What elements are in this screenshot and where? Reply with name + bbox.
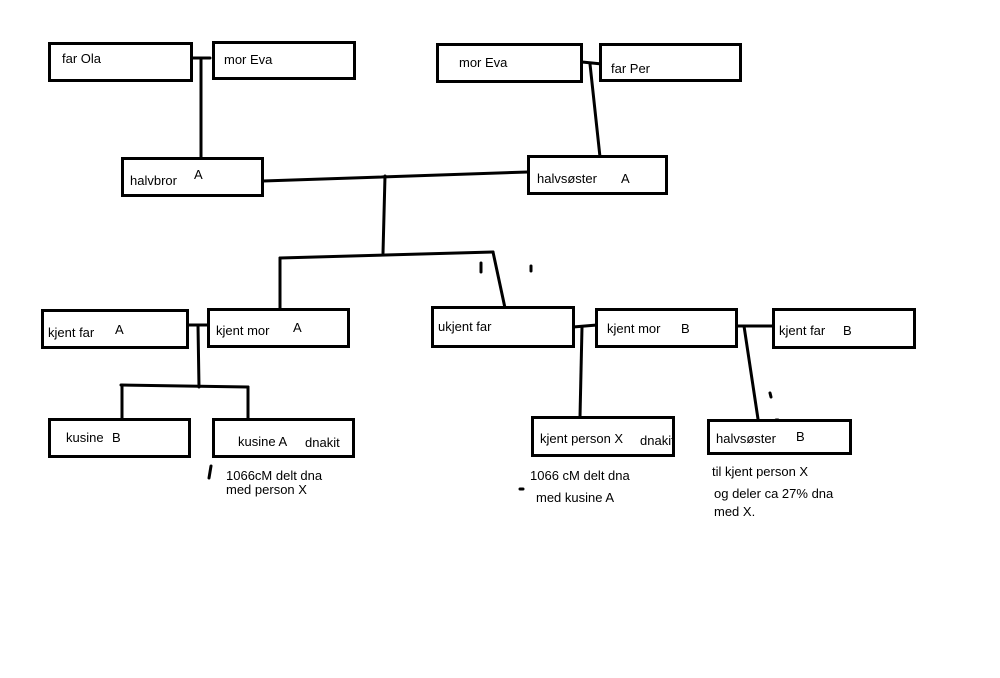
person-box-far-ola: far Ola — [48, 42, 193, 82]
person-name: kusine A — [238, 434, 288, 449]
person-name: mor Eva — [459, 55, 508, 70]
person-name: ukjent far — [438, 319, 492, 334]
person-name: kjent mor — [216, 323, 270, 338]
dna-note-halvsoster-b: til kjent person X og deler ca 27% dna m… — [712, 463, 833, 520]
person-tag: A — [115, 322, 124, 337]
person-name: far Ola — [62, 51, 102, 66]
person-name: kjent far — [779, 323, 826, 338]
person-box-far-per: far Per — [599, 43, 742, 82]
sibling-bar — [278, 250, 495, 260]
stray-mark — [768, 391, 773, 399]
person-box-kjent-mor-b: kjent mor B — [595, 308, 738, 348]
descent-ukjent-far — [491, 250, 507, 310]
person-tag: B — [796, 429, 805, 444]
person-box-ukjent-far: ukjent far — [431, 306, 575, 348]
person-box-kjent-far-a: kjent far A — [41, 309, 189, 349]
person-box-kusine-b: kusine B — [48, 418, 191, 458]
person-box-halvbror-a: halvbror A — [121, 157, 264, 197]
descent-halvsoster-b — [742, 324, 760, 421]
dna-note-kusine-a: 1066cM delt dna med person X — [226, 467, 322, 498]
person-box-halvsoster-a: halvsøster A — [527, 155, 668, 195]
person-tag: B — [843, 323, 852, 338]
couple-line-ukjent-mor-b — [571, 323, 599, 329]
person-tag: A — [621, 171, 630, 186]
note-line: til kjent person X — [712, 464, 809, 479]
person-tag: A — [194, 167, 203, 182]
person-name: far Per — [611, 61, 651, 76]
person-name: kjent far — [48, 325, 95, 340]
person-tag: dnakit — [305, 435, 340, 450]
note-line: med X. — [714, 504, 756, 519]
descent-cousins — [196, 323, 201, 389]
couple-line-eva-per — [580, 60, 604, 66]
person-box-mor-eva-left: mor Eva — [212, 41, 356, 80]
person-name: halvsøster — [716, 431, 776, 446]
person-name: kjent person X — [540, 431, 624, 446]
person-box-mor-eva-right: mor Eva — [436, 43, 583, 83]
person-name: kjent mor — [607, 321, 661, 336]
person-box-kjent-far-b: kjent far B — [772, 308, 916, 349]
person-name: mor Eva — [224, 52, 273, 67]
descent-line-children — [381, 174, 387, 255]
note-line: 1066 cM delt dna — [530, 468, 630, 483]
note-line: 1066cM delt dna — [226, 468, 323, 483]
descent-line-halvsoster — [588, 62, 602, 159]
person-name: halvbror — [130, 173, 177, 188]
person-name: kusine — [66, 430, 104, 445]
note-line: med kusine A — [536, 490, 615, 505]
dna-note-kjent-person-x: 1066 cM delt dna med kusine A — [530, 467, 630, 506]
cousin-bar — [119, 383, 250, 389]
person-name: halvsøster — [537, 171, 597, 186]
couple-line-halvbror-halvsoster — [261, 170, 530, 183]
person-tag: dnakit — [640, 433, 675, 448]
descent-kjent-person-x — [578, 325, 584, 419]
person-box-kjent-person-x: kjent person X dnakit — [531, 416, 675, 457]
stray-mark — [207, 464, 213, 480]
person-tag: B — [681, 321, 690, 336]
note-line: med person X — [226, 482, 307, 497]
person-box-kusine-a: kusine A dnakit — [212, 418, 355, 458]
note-line: og deler ca 27% dna — [714, 486, 834, 501]
person-tag: A — [293, 320, 302, 335]
person-tag: B — [112, 430, 121, 445]
person-box-kjent-mor-a: kjent mor A — [207, 308, 350, 348]
person-box-halvsoster-b: halvsøster B — [707, 419, 852, 455]
